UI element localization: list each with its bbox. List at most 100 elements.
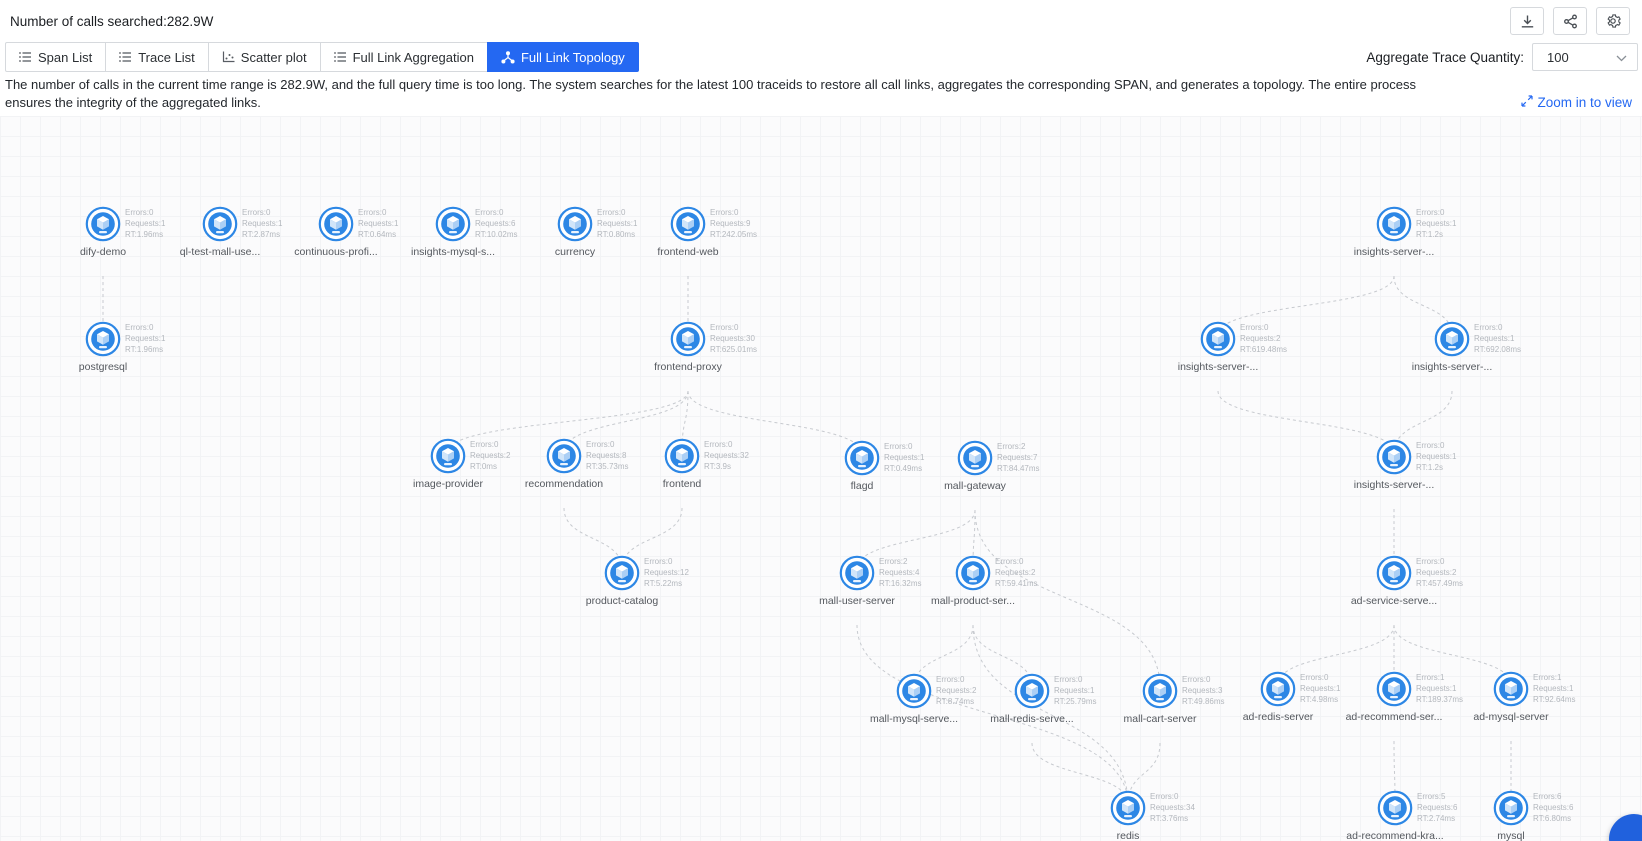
stat-line: RT:1.2s <box>1416 462 1443 472</box>
stat-line: Requests:1 <box>1533 683 1574 693</box>
aggregate-quantity-value: 100 <box>1547 49 1569 65</box>
list-icon <box>19 51 32 63</box>
stat-line: Requests:3 <box>1182 685 1223 695</box>
service-cube-icon <box>1260 671 1296 712</box>
stat-line: Requests:2 <box>995 567 1036 577</box>
tab-full-link-aggregation[interactable]: Full Link Aggregation <box>319 42 488 72</box>
stat-line: Errors:2 <box>879 556 908 566</box>
service-node-label: ad-mysql-server <box>1473 710 1549 723</box>
service-cube-icon <box>318 206 354 247</box>
service-cube-icon <box>1493 671 1529 712</box>
service-node-label: currency <box>554 245 596 258</box>
stat-line: RT:242.05ms <box>710 229 757 239</box>
stat-line: RT:2.74ms <box>1417 813 1456 823</box>
service-node-label: frontend-proxy <box>654 360 722 373</box>
zoom-in-to-view-link[interactable]: Zoom in to view <box>1521 95 1632 112</box>
service-node-label: ad-redis-server <box>1242 710 1314 723</box>
service-cube-icon <box>844 440 880 481</box>
stat-line: Requests:12 <box>644 567 689 577</box>
stat-line: Errors:2 <box>997 441 1026 451</box>
service-node-label: ad-recommend-ser... <box>1345 710 1443 723</box>
service-node-label: insights-server-... <box>1411 360 1493 373</box>
stat-line: Requests:1 <box>358 218 399 228</box>
stat-line: RT:8.74ms <box>936 696 975 706</box>
stat-line: Requests:1 <box>1416 683 1457 693</box>
download-button[interactable] <box>1510 7 1544 35</box>
notice-row: The number of calls in the current time … <box>0 73 1642 116</box>
stat-line: RT:1.96ms <box>125 229 164 239</box>
tab-full-link-topology[interactable]: Full Link Topology <box>486 42 639 72</box>
service-node-label: mall-product-ser... <box>930 594 1016 607</box>
stat-line: Requests:6 <box>475 218 516 228</box>
tab-span-list[interactable]: Span List <box>5 42 107 72</box>
aggregate-quantity-select[interactable]: 100 <box>1532 43 1638 71</box>
stat-line: RT:1.2s <box>1416 229 1443 239</box>
stat-line: RT:84.47ms <box>997 463 1040 473</box>
topology-icon <box>501 50 515 64</box>
service-cube-icon <box>85 206 121 247</box>
stat-line: Errors:0 <box>475 207 504 217</box>
stat-line: Requests:6 <box>1533 802 1574 812</box>
tab-trace-list[interactable]: Trace List <box>105 42 209 72</box>
stat-line: RT:0.80ms <box>597 229 636 239</box>
stat-line: Requests:1 <box>1474 333 1515 343</box>
service-cube-icon <box>1376 671 1412 712</box>
floating-action-button[interactable] <box>1609 813 1642 841</box>
stat-line: Errors:0 <box>704 439 733 449</box>
service-cube-icon <box>839 555 875 596</box>
zoom-link-label: Zoom in to view <box>1537 94 1632 110</box>
stat-line: Errors:0 <box>597 207 626 217</box>
service-node-label: mall-redis-serve... <box>990 712 1074 725</box>
stat-line: RT:49.86ms <box>1182 696 1225 706</box>
service-node-label: mall-cart-server <box>1123 712 1197 725</box>
service-node-label: ql-test-mall-use... <box>179 245 261 258</box>
stat-line: Errors:0 <box>1054 674 1083 684</box>
stat-line: Errors:1 <box>1533 672 1562 682</box>
stat-line: Errors:0 <box>1150 791 1179 801</box>
tab-scatter-plot[interactable]: Scatter plot <box>207 42 321 72</box>
stat-line: Requests:1 <box>242 218 283 228</box>
stat-line: RT:457.49ms <box>1416 578 1463 588</box>
service-node-label: mall-user-server <box>819 594 895 607</box>
notice-text: The number of calls in the current time … <box>5 77 1417 110</box>
stat-line: RT:4.98ms <box>1300 694 1339 704</box>
tab-row: Span List Trace List Scatter plot <box>0 41 1642 73</box>
stat-line: RT:59.41ms <box>995 578 1038 588</box>
stat-line: Errors:0 <box>1474 322 1503 332</box>
stat-line: Requests:4 <box>879 567 920 577</box>
stat-line: RT:2.87ms <box>242 229 281 239</box>
share-button[interactable] <box>1553 7 1587 35</box>
stat-line: Errors:0 <box>1240 322 1269 332</box>
stat-line: RT:3.76ms <box>1150 813 1189 823</box>
stat-line: Requests:1 <box>125 218 166 228</box>
topology-edge <box>1217 390 1395 453</box>
stat-line: Errors:0 <box>644 556 673 566</box>
stat-line: Requests:1 <box>1416 451 1457 461</box>
service-node-label: continuous-profi... <box>294 245 378 258</box>
service-cube-icon <box>85 321 121 362</box>
settings-button[interactable] <box>1596 7 1630 35</box>
stat-line: RT:0ms <box>470 461 497 471</box>
service-cube-icon <box>957 440 993 481</box>
stat-line: Requests:1 <box>884 452 925 462</box>
tab-label: Span List <box>38 49 93 65</box>
service-node-label: frontend-web <box>657 245 719 258</box>
service-node-label: ad-recommend-kra... <box>1346 829 1444 841</box>
stat-line: Requests:1 <box>1416 218 1457 228</box>
service-cube-icon <box>1376 555 1412 596</box>
stat-line: Requests:8 <box>586 450 627 460</box>
stat-line: Requests:2 <box>470 450 511 460</box>
stat-line: Errors:0 <box>242 207 271 217</box>
service-cube-icon <box>604 555 640 596</box>
